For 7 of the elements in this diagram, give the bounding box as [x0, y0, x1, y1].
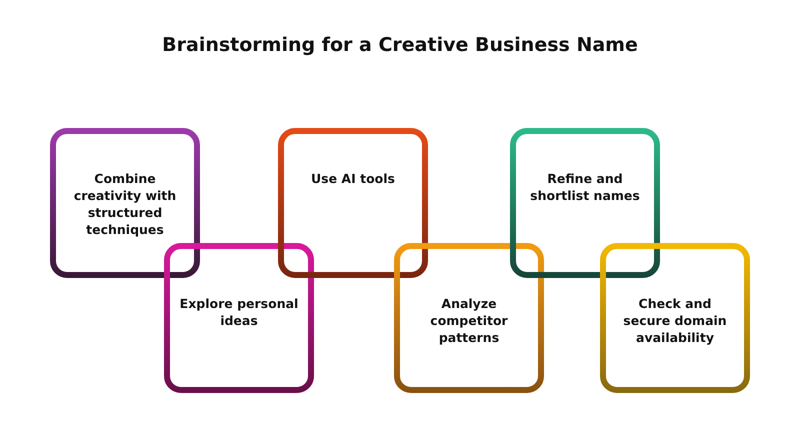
step-text: Explore personal ideas — [178, 295, 300, 329]
diagram-title: Brainstorming for a Creative Business Name — [161, 34, 639, 56]
step-text: Use AI tools — [310, 170, 396, 187]
step-text: Analyze competitor patterns — [429, 295, 509, 346]
step-text: Refine and shortlist names — [529, 170, 641, 204]
step-text: Check and secure domain availability — [622, 295, 728, 346]
step-text: Combine creativity with structured techniques — [72, 170, 178, 238]
